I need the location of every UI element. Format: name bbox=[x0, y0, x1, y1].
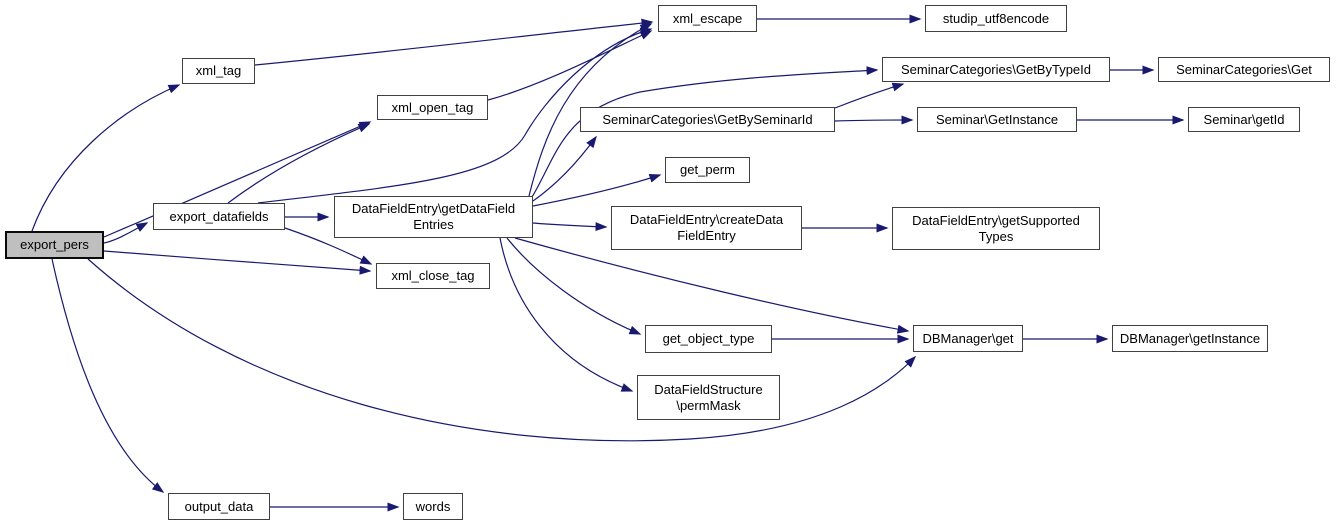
node-words[interactable]: words bbox=[403, 493, 463, 520]
edge-export-pers-to-xml-close-tag bbox=[103, 250, 372, 275]
node-get-perm[interactable]: get_perm bbox=[665, 157, 750, 183]
edge-datafieldentry-getdatafieldentries-to-dbmanager-get bbox=[514, 237, 910, 334]
node-seminar-getid[interactable]: Seminar\getId bbox=[1188, 107, 1300, 132]
edge-datafieldentry-getdatafieldentries-to-xml-escape bbox=[528, 23, 653, 197]
edge-export-datafields-to-xml-close-tag bbox=[284, 227, 373, 265]
node-datafieldstructure-permmask[interactable]: DataFieldStructure \permMask bbox=[637, 375, 780, 420]
edge-seminarcategories-getbyseminarid-to-seminar-getinstance bbox=[834, 115, 914, 125]
node-dbmanager-getinstance[interactable]: DBManager\getInstance bbox=[1112, 325, 1268, 352]
edge-group bbox=[31, 14, 1185, 512]
node-seminarcategories-getbytypeid[interactable]: SeminarCategories\GetByTypeId bbox=[882, 57, 1110, 82]
node-export-datafields[interactable]: export_datafields bbox=[153, 203, 285, 230]
node-seminarcategories-get[interactable]: SeminarCategories\Get bbox=[1158, 57, 1330, 82]
edge-datafieldentry-getdatafieldentries-to-datafieldstructure-permmask bbox=[499, 237, 634, 392]
node-xml-escape[interactable]: xml_escape bbox=[658, 5, 757, 32]
node-datafieldentry-getsupportedtypes[interactable]: DataFieldEntry\getSupported Types bbox=[892, 207, 1100, 250]
edge-xml-open-tag-to-xml-escape bbox=[487, 30, 653, 101]
node-seminarcategories-getbyseminarid[interactable]: SeminarCategories\GetBySeminarId bbox=[580, 107, 835, 132]
edge-seminarcategories-getbyseminarid-to-seminarcategories-getbytypeid bbox=[834, 82, 905, 109]
node-get-object-type[interactable]: get_object_type bbox=[645, 325, 772, 353]
node-output-data[interactable]: output_data bbox=[168, 493, 270, 520]
edge-datafieldentry-getdatafieldentries-to-datafieldentry-createdatafieldentry bbox=[532, 222, 608, 232]
edge-datafieldentry-getdatafieldentries-to-seminarcategories-getbyseminarid bbox=[532, 135, 597, 202]
node-studip-utf8encode[interactable]: studip_utf8encode bbox=[925, 5, 1067, 32]
edge-export-datafields-to-xml-open-tag bbox=[227, 123, 371, 204]
edge-export-pers-to-dbmanager-get bbox=[87, 258, 917, 442]
node-dbmanager-get[interactable]: DBManager\get bbox=[913, 325, 1023, 352]
edge-datafieldentry-getdatafieldentries-to-seminarcategories-getbytypeid bbox=[531, 66, 879, 198]
edge-export-pers-to-xml-tag bbox=[31, 84, 181, 232]
edge-export-pers-to-output-data bbox=[51, 258, 165, 493]
edge-export-pers-to-export-datafields bbox=[103, 222, 149, 244]
node-datafieldentry-createdatafieldentry[interactable]: DataFieldEntry\createData FieldEntry bbox=[611, 206, 802, 250]
edge-xml-tag-to-xml-escape bbox=[254, 18, 654, 66]
node-xml-tag[interactable]: xml_tag bbox=[182, 58, 255, 84]
node-xml-close-tag[interactable]: xml_close_tag bbox=[376, 263, 490, 289]
edge-datafieldentry-getdatafieldentries-to-get-perm bbox=[532, 173, 662, 207]
node-datafieldentry-getdatafieldentries[interactable]: DataFieldEntry\getDataField Entries bbox=[334, 196, 533, 238]
edge-export-pers-to-xml-open-tag bbox=[103, 121, 372, 238]
edge-datafieldentry-getdatafieldentries-to-get-object-type bbox=[506, 237, 642, 335]
node-export-pers[interactable]: export_pers bbox=[5, 231, 104, 259]
node-seminar-getinstance[interactable]: Seminar\GetInstance bbox=[917, 107, 1077, 132]
node-xml-open-tag[interactable]: xml_open_tag bbox=[377, 95, 488, 120]
